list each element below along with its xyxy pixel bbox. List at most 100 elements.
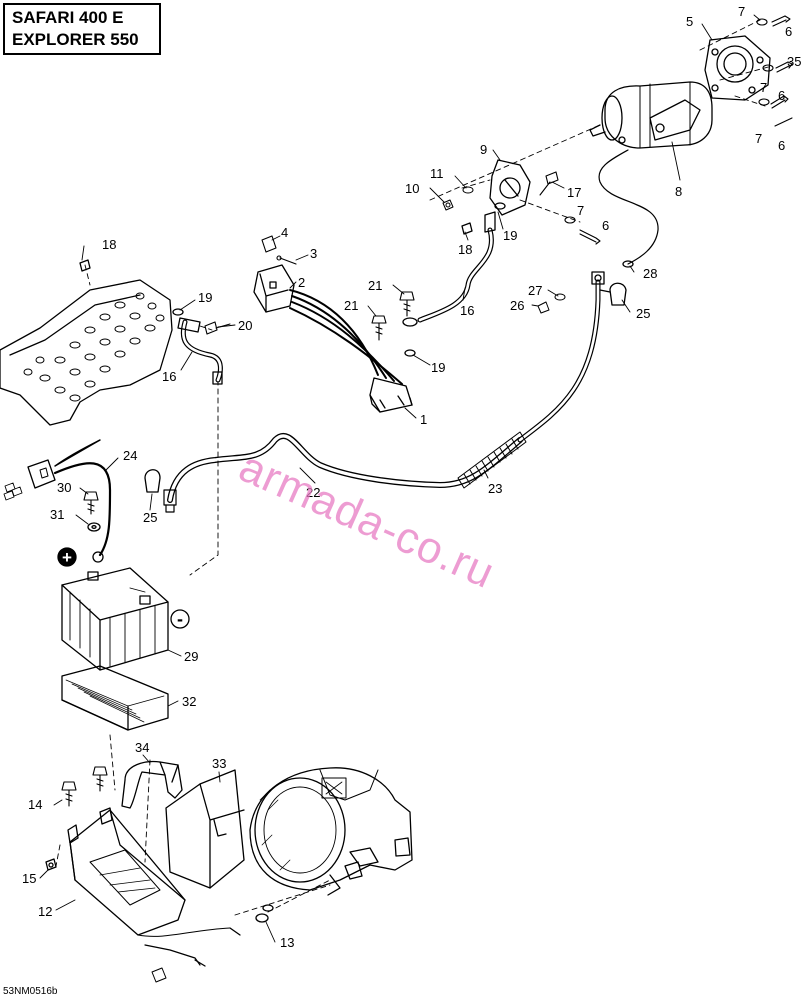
- cap-25-left: [144, 469, 161, 493]
- battery-cable-22: [167, 279, 601, 503]
- callout-7: 7: [755, 131, 762, 146]
- nut-26-washer-27: [537, 293, 566, 314]
- callout-31: 31: [50, 507, 64, 522]
- nut-18-left: [79, 259, 91, 272]
- relay-1: [369, 377, 413, 413]
- callout-1: 1: [420, 412, 427, 427]
- cable-sleeve-23: [457, 431, 527, 489]
- starter-wire: [598, 149, 659, 265]
- callout-2: 2: [298, 275, 305, 290]
- callout-20: 20: [238, 318, 252, 333]
- callout-25: 25: [143, 510, 157, 525]
- callout-10: 10: [405, 181, 419, 196]
- callout-18: 18: [102, 237, 116, 252]
- polarity-symbols: + -: [62, 548, 183, 629]
- bolt-21-a: [399, 291, 415, 317]
- bolt-washer-set: [756, 15, 793, 127]
- heat-shield: [0, 279, 173, 426]
- bolt-17: [539, 171, 559, 196]
- callout-24: 24: [123, 448, 137, 463]
- battery-tray-12: [67, 807, 241, 967]
- callout-19: 19: [198, 290, 212, 305]
- nut-bottom: [151, 967, 167, 983]
- ground-cable-16-upper: [402, 211, 496, 327]
- starter-motor-8: [589, 81, 713, 149]
- assembly-guide-lines: [55, 19, 773, 916]
- callout-21: 21: [344, 298, 358, 313]
- nut-18-upper: [461, 222, 473, 235]
- callout-23: 23: [488, 481, 502, 496]
- model-title-line-1: SAFARI 400 E: [12, 8, 124, 27]
- washer-19-left: [172, 308, 184, 316]
- callout-6: 6: [785, 24, 792, 39]
- callout-9: 9: [480, 142, 487, 157]
- callout-labels: 1 2 3 4 5 6 6 6 6 7 7 7 7 8 9 10 11 12 1…: [22, 4, 801, 950]
- callout-16: 16: [460, 303, 474, 318]
- bolt-20: [204, 321, 231, 335]
- callout-7: 7: [577, 203, 584, 218]
- callout-6: 6: [602, 218, 609, 233]
- callout-4: 4: [281, 225, 288, 240]
- bolt-30: [83, 491, 99, 515]
- washer-28: [622, 260, 634, 268]
- callout-17: 17: [567, 185, 581, 200]
- callout-30: 30: [57, 480, 71, 495]
- battery-29: [61, 567, 169, 671]
- mounting-plate-5: [704, 35, 771, 101]
- harness-connector-2: [253, 264, 295, 313]
- ground-cable-16-left: [177, 317, 223, 385]
- callout-28: 28: [643, 266, 657, 281]
- harness-wires: [289, 289, 403, 385]
- ring-terminal-top: [591, 271, 605, 285]
- washer-19-upper: [494, 202, 506, 210]
- callout-16: 16: [162, 369, 176, 384]
- callout-13: 13: [280, 935, 294, 950]
- washer-13: [255, 904, 274, 923]
- callout-19: 19: [503, 228, 517, 243]
- starter-bracket-9: [489, 159, 531, 216]
- callout-3: 3: [310, 246, 317, 261]
- washer-19-middle: [404, 349, 416, 357]
- bolt-21-b: [371, 315, 387, 341]
- callout-14: 14: [28, 797, 42, 812]
- nut-15: [45, 858, 57, 871]
- callout-33: 33: [212, 756, 226, 771]
- washer-31: [87, 522, 101, 532]
- callout-18: 18: [458, 242, 472, 257]
- callout-6: 6: [778, 88, 785, 103]
- battery-pad-32: [61, 665, 169, 731]
- callout-29: 29: [184, 649, 198, 664]
- engine-clutch-housing: [249, 767, 413, 896]
- battery-cover-33: [165, 769, 245, 889]
- model-title-box: SAFARI 400 E EXPLORER 550: [3, 3, 161, 55]
- negative-terminal-marker: [170, 609, 190, 629]
- cable-end-connector: [163, 489, 177, 513]
- callout-11: 11: [430, 166, 444, 181]
- terminals-loose: [3, 482, 23, 501]
- bolt-14-b: [92, 766, 108, 792]
- callout-5: 5: [686, 14, 693, 29]
- callout-35: 35: [787, 54, 801, 69]
- callout-22: 22: [306, 485, 320, 500]
- cap-25-right: [599, 282, 627, 306]
- accessory-direction-arrow-icon: [54, 439, 101, 467]
- callout-32: 32: [182, 694, 196, 709]
- callout-21: 21: [368, 278, 382, 293]
- callout-8: 8: [675, 184, 682, 199]
- positive-sign: +: [62, 548, 72, 567]
- callout-7: 7: [738, 4, 745, 19]
- positive-terminal-marker: [57, 547, 77, 567]
- callout-27: 27: [528, 283, 542, 298]
- terminal-4-3: [261, 235, 297, 265]
- bolt-6-bracket: [564, 216, 601, 245]
- callout-6: 6: [778, 138, 785, 153]
- callout-19: 19: [431, 360, 445, 375]
- diagram-code: 53NM0516b: [3, 986, 58, 997]
- bolt-14: [61, 781, 77, 807]
- negative-sign: -: [177, 609, 183, 629]
- leader-lines: [39, 14, 761, 943]
- callout-7: 7: [760, 80, 767, 95]
- fastener-10-11: [442, 186, 474, 211]
